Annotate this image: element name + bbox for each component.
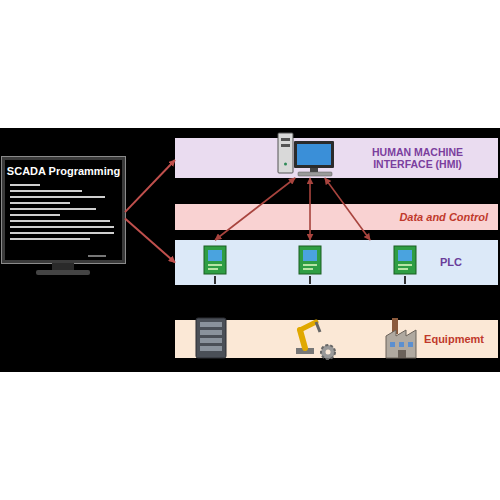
connector-arrow — [215, 178, 295, 240]
data-control-band: Data and Control — [175, 204, 498, 230]
connector-arrow — [125, 160, 175, 212]
code-lines — [10, 184, 114, 257]
connector-arrow — [309, 178, 311, 240]
server-icon — [196, 318, 226, 358]
hmi-band: HUMAN MACHINE INTERFACE (HMI) — [175, 138, 498, 178]
node-label: HUMAN MACHINE INTERFACE (HMI) — [345, 146, 490, 170]
monitor-stand — [36, 263, 90, 275]
connector-arrow — [125, 218, 175, 262]
robot-arm-icon — [296, 322, 335, 359]
node-label: PLC — [440, 256, 462, 269]
node-label: Data and Control — [397, 210, 490, 225]
plc-icons — [204, 246, 416, 284]
node-label: Equipmemt — [424, 333, 484, 346]
computer-icon — [278, 133, 334, 176]
connector-arrow — [325, 178, 370, 240]
factory-icon — [386, 318, 416, 358]
node-label: SCADA Programming — [7, 165, 120, 178]
